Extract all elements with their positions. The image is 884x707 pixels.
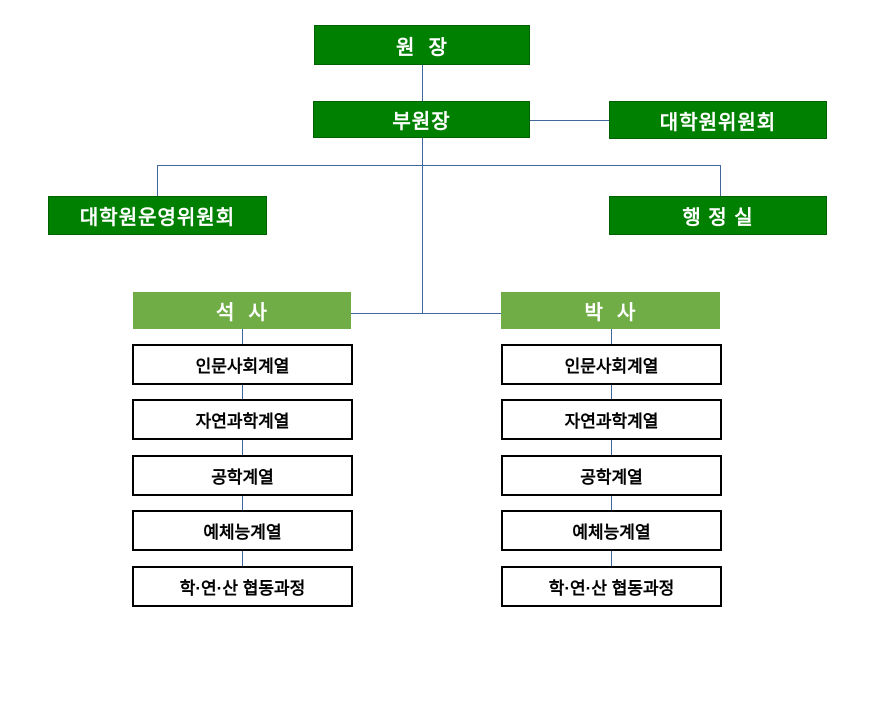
connector-level2-horizontal — [157, 165, 721, 166]
masters-dept-humanities-social: 인문사회계열 — [132, 344, 353, 385]
node-doctoral-label: 박 사 — [584, 302, 637, 324]
connector-doctoral-dept-2-3 — [611, 496, 612, 510]
node-admin-office-label: 행 정 실 — [682, 207, 754, 229]
masters-dept-arts-sports-label: 예체능계열 — [203, 523, 282, 542]
connector-masters-dept-0-1 — [242, 385, 243, 399]
masters-dept-humanities-social-label: 인문사회계열 — [195, 357, 290, 376]
doctoral-dept-arts-sports: 예체능계열 — [501, 510, 722, 551]
masters-dept-engineering-label: 공학계열 — [211, 468, 274, 487]
doctoral-dept-engineering-label: 공학계열 — [580, 468, 643, 487]
connector-masters-dept-3-4 — [242, 551, 243, 566]
masters-dept-cooperative-program: 학·연·산 협동과정 — [132, 566, 353, 607]
doctoral-dept-arts-sports-label: 예체능계열 — [572, 523, 651, 542]
node-masters: 석 사 — [133, 292, 351, 329]
doctoral-dept-cooperative-program: 학·연·산 협동과정 — [501, 566, 722, 607]
connector-vice-director-trunk — [422, 138, 423, 313]
connector-doctoral-dept-3-4 — [611, 551, 612, 566]
node-director: 원 장 — [314, 25, 530, 65]
node-masters-label: 석 사 — [216, 302, 268, 324]
masters-dept-cooperative-program-label: 학·연·산 협동과정 — [179, 579, 306, 598]
node-steering-committee: 대학원운영위원회 — [48, 196, 267, 235]
node-doctoral: 박 사 — [501, 292, 720, 329]
connector-drop-steering-committee — [157, 165, 158, 196]
connector-doctoral-to-dept-0 — [611, 329, 612, 344]
node-graduate-council-label: 대학원위원회 — [659, 111, 777, 134]
connector-drop-admin-office — [720, 165, 721, 196]
connector-masters-doctoral-horizontal — [351, 313, 501, 314]
node-director-label: 원 장 — [396, 36, 448, 59]
masters-dept-natural-sciences: 자연과학계열 — [132, 399, 353, 440]
connector-doctoral-dept-0-1 — [611, 385, 612, 399]
connector-masters-dept-2-3 — [242, 496, 243, 510]
connector-masters-dept-1-2 — [242, 440, 243, 455]
node-steering-committee-label: 대학원운영위원회 — [79, 207, 236, 229]
doctoral-dept-engineering: 공학계열 — [501, 455, 722, 496]
doctoral-dept-cooperative-program-label: 학·연·산 협동과정 — [548, 579, 675, 598]
connector-director-to-vice-director — [422, 65, 423, 101]
node-vice-director: 부원장 — [313, 101, 530, 138]
doctoral-dept-natural-sciences: 자연과학계열 — [501, 399, 722, 440]
masters-dept-engineering: 공학계열 — [132, 455, 353, 496]
doctoral-dept-humanities-social-label: 인문사회계열 — [564, 357, 659, 376]
node-graduate-council: 대학원위원회 — [609, 101, 827, 139]
doctoral-dept-humanities-social: 인문사회계열 — [501, 344, 722, 385]
node-vice-director-label: 부원장 — [392, 111, 451, 133]
connector-doctoral-dept-1-2 — [611, 440, 612, 455]
masters-dept-arts-sports: 예체능계열 — [132, 510, 353, 551]
connector-masters-to-dept-0 — [242, 329, 243, 344]
masters-dept-natural-sciences-label: 자연과학계열 — [195, 412, 290, 431]
node-admin-office: 행 정 실 — [609, 196, 827, 235]
doctoral-dept-natural-sciences-label: 자연과학계열 — [564, 412, 659, 431]
connector-vice-director-to-graduate-council — [530, 120, 609, 121]
